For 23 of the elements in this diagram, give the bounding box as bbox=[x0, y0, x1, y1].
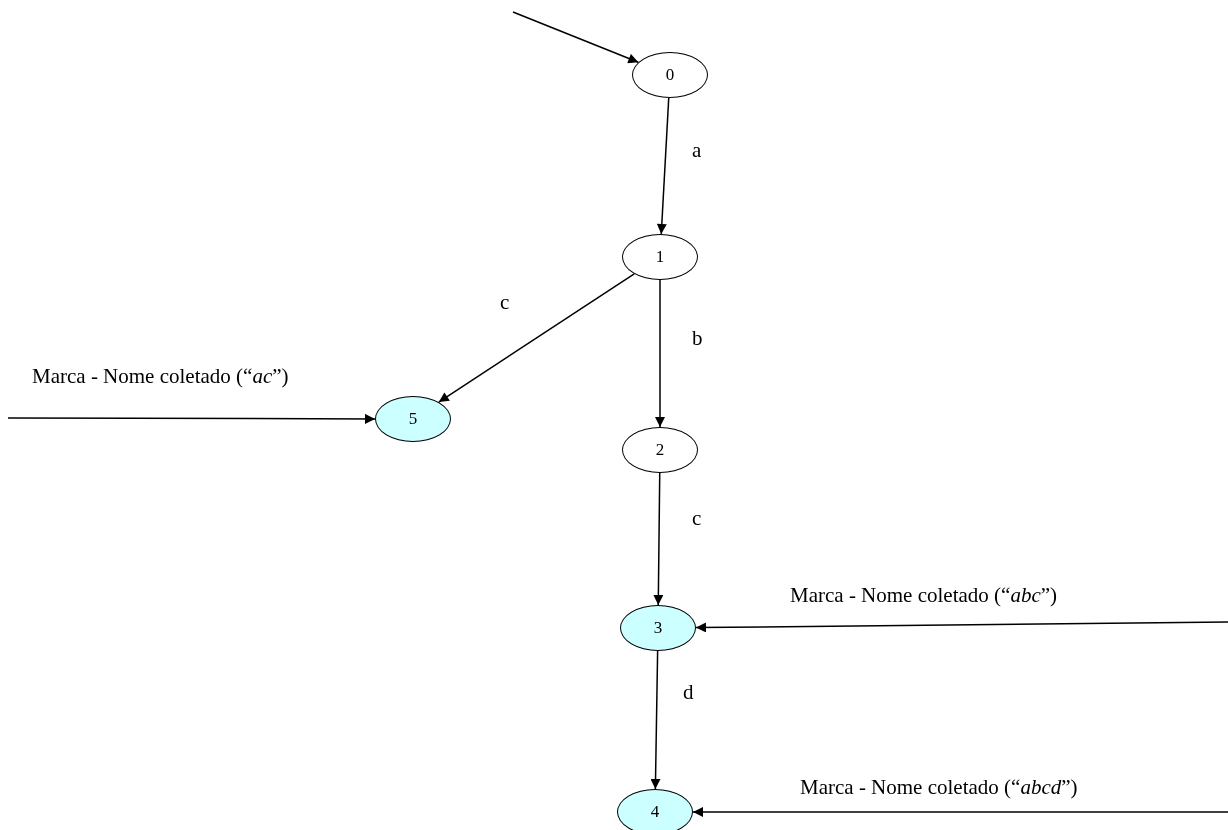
state-ellipse: 3 bbox=[620, 605, 696, 651]
arrow bbox=[7, 413, 376, 424]
edge-label: Marca - Nome coletado (“abc”) bbox=[790, 585, 1058, 606]
state-ellipse: 0 bbox=[632, 52, 708, 98]
edge-label: a bbox=[692, 140, 702, 161]
arrow bbox=[695, 621, 1228, 633]
edge-label: Marca - Nome coletado (“ac”) bbox=[32, 366, 289, 387]
state-ellipse: 4 bbox=[617, 789, 693, 830]
arrow bbox=[438, 273, 635, 403]
state-ellipse: 2 bbox=[622, 427, 698, 473]
state-ellipse: 5 bbox=[375, 396, 451, 442]
edge-label: d bbox=[683, 682, 694, 703]
state-ellipse: 1 bbox=[622, 234, 698, 280]
arrow bbox=[653, 472, 664, 606]
edge-label: Marca - Nome coletado (“abcd”) bbox=[800, 777, 1078, 798]
arrow bbox=[655, 279, 665, 428]
arrow bbox=[692, 807, 1228, 817]
arrow bbox=[650, 650, 661, 790]
edge-label: c bbox=[692, 508, 702, 529]
arrow bbox=[656, 97, 670, 235]
edge-label: b bbox=[692, 328, 703, 349]
arrow bbox=[512, 11, 640, 64]
edge-label: c bbox=[500, 292, 510, 313]
